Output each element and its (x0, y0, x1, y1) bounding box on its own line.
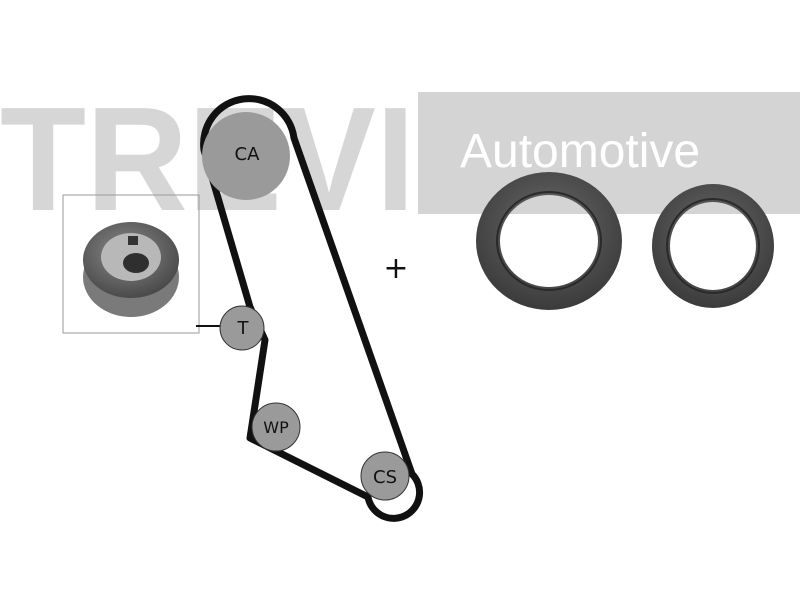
pulley-cs-disc (360, 451, 410, 501)
tensioner-square-hole (128, 236, 138, 245)
oil-seal-large-lip (496, 191, 602, 291)
tensioner-photo (62, 194, 200, 334)
pulley-wp-label: WP (263, 418, 289, 437)
pulley-ca: CA (202, 112, 290, 200)
pulley-t-disc (219, 305, 265, 351)
pulley-wp: WP (251, 402, 301, 452)
timing-belt (200, 95, 424, 522)
pulley-t-label: T (237, 318, 250, 339)
pulley-wp-disc (251, 402, 301, 452)
watermark-tagline: Automotive (460, 125, 700, 178)
oil-seal-small (652, 184, 774, 308)
oil-seal-large (476, 172, 622, 310)
oil-seal-small-lip (666, 198, 760, 294)
pulley-cs-label: CS (373, 467, 397, 488)
pulley-t: T (219, 305, 265, 351)
plus-sign: + (383, 251, 408, 286)
pulley-ca-label: CA (235, 144, 261, 165)
tensioner-bolt-hole (123, 253, 149, 273)
pulley-cs: CS (360, 451, 410, 501)
photo-frame (62, 194, 200, 334)
pulley-ca-disc (202, 112, 290, 200)
